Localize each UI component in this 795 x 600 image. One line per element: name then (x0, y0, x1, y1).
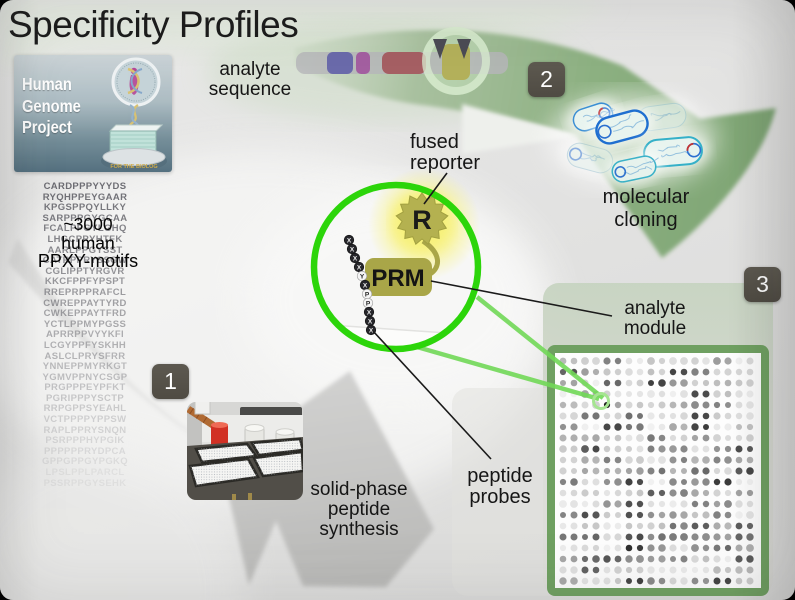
svg-text:X: X (347, 237, 352, 244)
label-analyte-module: analyte module (623, 298, 687, 339)
pointer-fused-reporter (423, 172, 448, 205)
sequence-line: PSSRPPGYSEHK (43, 477, 127, 489)
sequence-line: AARLPPGYSST (47, 244, 123, 256)
synthesizer-photo (187, 402, 303, 500)
bar-segment-magenta (356, 52, 370, 74)
motif-count-overlay: ~3000 human PPXY-motifs (10, 215, 166, 271)
pointer-peptide-probes (372, 330, 492, 460)
gray-arrow-step1 (221, 371, 434, 587)
sequence-line: CARDPPPYYYDS (43, 181, 127, 192)
sequence-line: LCGYPPFYSKHH (43, 339, 127, 351)
magnifier-line-lower (416, 344, 600, 402)
sequence-line: LHGCPPYHTFK (47, 233, 123, 245)
step-badge-3: 3 (744, 267, 781, 302)
svg-text:P: P (365, 291, 370, 298)
sequence-line: RAPLPPRYSNQN (43, 424, 127, 436)
magnifier-line-upper (475, 295, 605, 400)
svg-text:X: X (363, 282, 368, 289)
hgp-logo: Human Genome Project FOR THE BIOLOG (14, 55, 172, 172)
reporter-prm-linker (421, 238, 440, 277)
hgp-logo-line: Project (22, 117, 72, 137)
sequence-line: CWREPPAYTYRD (43, 297, 127, 309)
motif-name: PPXY-motifs (37, 251, 139, 271)
reporter-letter: R (412, 205, 432, 235)
bacterium-icon (605, 150, 663, 188)
analyte-sequence-bar (296, 27, 508, 95)
svg-text:X: X (367, 309, 372, 316)
motif-arrow-right (457, 39, 471, 59)
synthesis-plates (188, 437, 303, 488)
sequence-line: LPSLPPLPARCL (45, 467, 125, 479)
hgp-logo-line: Human (22, 74, 72, 94)
svg-text:X: X (369, 327, 374, 334)
sequence-line: RRPGPPSYEAHL (43, 403, 127, 415)
sequence-line: PSRPPPHYPGIK (45, 435, 125, 447)
motif-highlight-ring (422, 27, 490, 95)
sequence-line: PRGPPPEYPFKT (44, 382, 126, 394)
bottom-left-glow (0, 440, 245, 600)
emblem-ribbon-text: FOR THE BIOLOG (110, 164, 157, 170)
sequence-line: CATRPPRYSSGW (42, 255, 128, 267)
label-fused-reporter: fused reporter (410, 131, 481, 174)
svg-text:X: X (350, 246, 355, 253)
green-circle-ring (310, 181, 482, 353)
sequence-line: CWKEPPAYTFRD (43, 308, 127, 320)
sequence-line: PPPPPPRYDPCA (44, 445, 126, 457)
hgp-logo-text: Human Genome Project (22, 74, 81, 139)
reporter-starburst (395, 192, 449, 246)
label-molecular-cloning: molecular cloning (602, 186, 690, 231)
sequence-line: PGRIPPPYSCTP (45, 392, 125, 404)
sequence-line: VCTPPPPYPPSW (43, 414, 127, 426)
svg-text:Y: Y (360, 273, 365, 280)
page-title: Specificity Profiles (8, 4, 299, 45)
motif-species: human (61, 232, 115, 253)
sequence-line: YNNEPPMYRKGT (42, 361, 128, 373)
bar-segment-indigo (327, 52, 353, 74)
prm-label: PRM (371, 265, 424, 292)
prm-box (365, 258, 432, 296)
label-solid-phase-synthesis: solid-phase peptide synthesis (310, 479, 408, 540)
sequence-line: CGLIPPTYRGVR (45, 265, 125, 277)
sequence-line: RREPRPPRAFCL (43, 286, 127, 298)
gray-swoosh-tail (8, 238, 225, 455)
svg-text:X: X (357, 264, 362, 271)
pointer-analyte-module (430, 280, 613, 317)
svg-text:X: X (353, 255, 358, 262)
sequence-line: ASLCLPRYSFRR (44, 350, 126, 362)
bacteria-cluster (560, 97, 709, 188)
step-badge-2: 2 (528, 62, 565, 97)
sequence-line: YGMVPPNYCSGP (42, 371, 128, 383)
label-peptide-probes: peptide probes (467, 465, 533, 508)
bacterium-icon (560, 138, 620, 178)
label-analyte-sequence: analyte sequence (208, 59, 292, 100)
step-badge-1: 1 (152, 364, 189, 399)
sequence-line: YCTLPPMYPGSS (43, 318, 127, 330)
hgp-emblem: FOR THE BIOLOG (101, 57, 167, 171)
green-arrow-cloning (295, 30, 776, 258)
sequence-line: KKCFPPFYPSPT (44, 276, 126, 288)
svg-text:X: X (368, 318, 373, 325)
sequence-line: FCALPPGYLGHQ (43, 223, 127, 235)
white-notch (462, 104, 579, 154)
sequence-line: APRRPPVYYKFI (45, 329, 125, 341)
hgp-logo-line: Genome (22, 95, 81, 116)
svg-text:P: P (366, 300, 371, 307)
sequence-line: SARPPPGYGCAA (42, 212, 128, 224)
sequence-line: RYQHPPEYGAAR (42, 191, 128, 203)
bacterium-icon (589, 105, 655, 149)
array-highlight-ring (592, 392, 610, 410)
motif-count: ~3000 (63, 214, 113, 234)
motif-arrow-left (433, 39, 447, 59)
sequence-line: KPGSPPQYLLKY (43, 202, 127, 214)
sequence-line: GPPGPPGYPGKQ (41, 456, 129, 468)
bar-segment-maroon (382, 52, 426, 74)
